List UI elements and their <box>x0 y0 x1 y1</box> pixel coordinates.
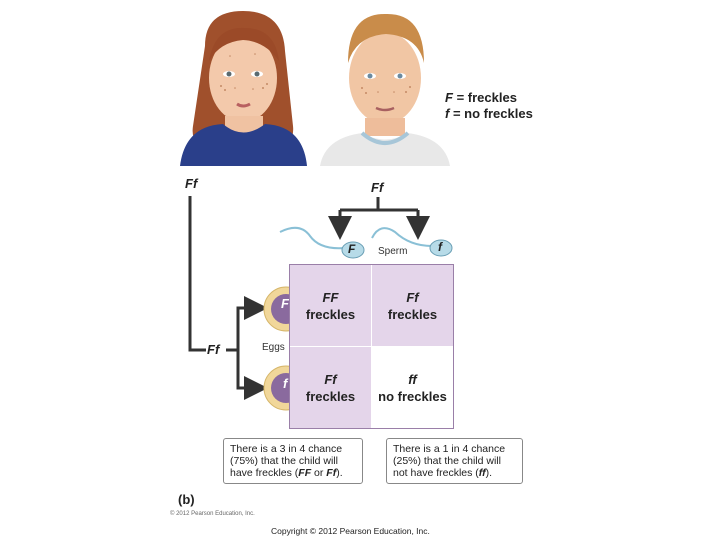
sperm-allele-f: f <box>438 240 442 254</box>
eggs-label: Eggs <box>262 342 285 353</box>
sperm-f <box>429 239 453 257</box>
legend-recessive: f = no freckles <box>445 106 533 121</box>
sperm-F <box>341 241 365 259</box>
sperm-label: Sperm <box>378 246 408 257</box>
eggs-genotype: Ff <box>207 342 220 357</box>
note-freckles-chance: There is a 3 in 4 chance (75%) that the … <box>223 438 363 484</box>
sperm-allele-F: F <box>348 242 356 256</box>
egg-allele-F: F <box>281 296 289 311</box>
panel-label: (b) <box>178 492 195 507</box>
punnett-divider-h <box>290 346 453 347</box>
man-portrait <box>320 13 450 166</box>
legend-dominant: F = freckles <box>445 90 517 105</box>
mother-genotype: Ff <box>185 176 198 191</box>
egg-allele-f: f <box>283 376 288 391</box>
note-no-freckles-chance: There is a 1 in 4 chance (25%) that the … <box>386 438 523 484</box>
small-credit: © 2012 Pearson Education, Inc. <box>170 511 255 517</box>
punnett-square <box>289 264 454 429</box>
copyright: Copyright © 2012 Pearson Education, Inc. <box>271 526 430 536</box>
woman-portrait <box>180 11 307 166</box>
father-genotype: Ff <box>371 180 384 195</box>
